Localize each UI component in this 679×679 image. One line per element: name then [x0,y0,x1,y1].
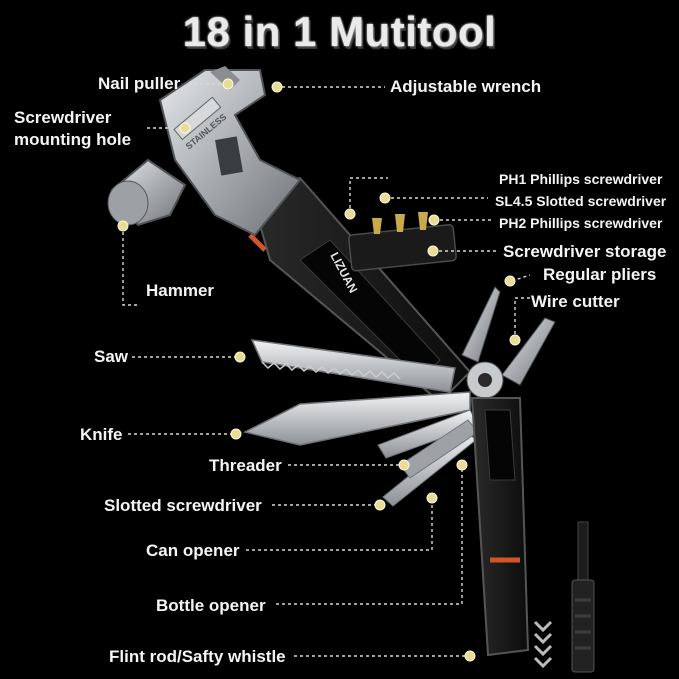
flint-rod [577,521,589,583]
label-slotted-screwdriver: Slotted screwdriver [104,496,262,515]
label-screwdriver-storage: Screwdriver storage [503,242,667,261]
label-threader: Threader [209,456,282,475]
callout-dots [117,78,521,662]
label-can-opener: Can opener [146,541,240,560]
label-knife: Knife [80,425,123,444]
leader-lines [122,83,531,657]
label-regular-pliers: Regular pliers [543,265,657,284]
safety-whistle [571,579,595,673]
plier-jaw-left [461,286,501,363]
label-saw: Saw [94,347,129,366]
page-title: 18 in 1 Mutitool [182,8,497,55]
saw-blade [250,339,456,393]
label-screwdriver-mounting-hole-line2: mounting hole [14,130,132,149]
label-adjustable-wrench: Adjustable wrench [390,77,542,96]
label-wire-cutter: Wire cutter [531,292,620,311]
label-flint-rod-safty-whistle: Flint rod/Safty whistle [109,647,286,666]
knife-blade [242,391,471,446]
plier-jaw-right [501,317,556,386]
label-bottle-opener: Bottle opener [156,596,266,615]
down-arrow-icon [533,620,553,669]
label-screwdriver-mounting-hole-line1: Screwdriver [14,108,112,127]
label-sl45-slotted-screwdriver: SL4.5 Slotted screwdriver [495,193,667,209]
label-hammer: Hammer [146,281,215,300]
label-ph2-phillips-screwdriver: PH2 Phillips screwdriver [499,215,663,231]
label-ph1-phillips-screwdriver: PH1 Phillips screwdriver [499,171,663,187]
label-nail-puller: Nail puller [98,74,181,93]
